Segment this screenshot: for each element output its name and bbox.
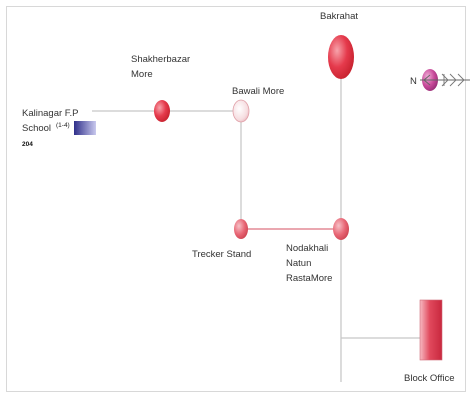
kalinagar-label-line1: Kalinagar F.P (22, 108, 79, 119)
nodakhali-label-line3: RastaMore (286, 273, 332, 284)
block-office-label: Block Office (404, 373, 455, 384)
kalinagar-tag: (1-4) (56, 122, 70, 129)
tracker-label: Trecker Stand (192, 249, 251, 260)
shakherbazar-node[interactable] (154, 100, 170, 122)
bawali-label: Bawali More (232, 86, 284, 97)
north-label: N (410, 76, 417, 87)
nodakhali-label-line1: Nodakhali (286, 243, 328, 254)
tracker-node[interactable] (234, 219, 248, 239)
shakherbazar-label-line2: More (131, 69, 153, 80)
nodakhali-label-line2: Natun (286, 258, 311, 269)
north-arrow-icon (420, 69, 470, 91)
block-office-marker-icon[interactable] (419, 299, 443, 361)
shakherbazar-label-line1: Shakherbazar (131, 54, 190, 65)
bawali-node[interactable] (232, 99, 250, 123)
kalinagar-label-line2: School (22, 123, 51, 134)
bakrahat-node[interactable] (328, 35, 354, 79)
route-lines (92, 60, 420, 382)
school-marker-icon[interactable] (74, 121, 96, 135)
kalinagar-code: 204 (22, 141, 33, 148)
map-frame (6, 6, 466, 392)
bakrahat-label: Bakrahat (320, 11, 358, 22)
nodakhali-node[interactable] (333, 218, 349, 240)
